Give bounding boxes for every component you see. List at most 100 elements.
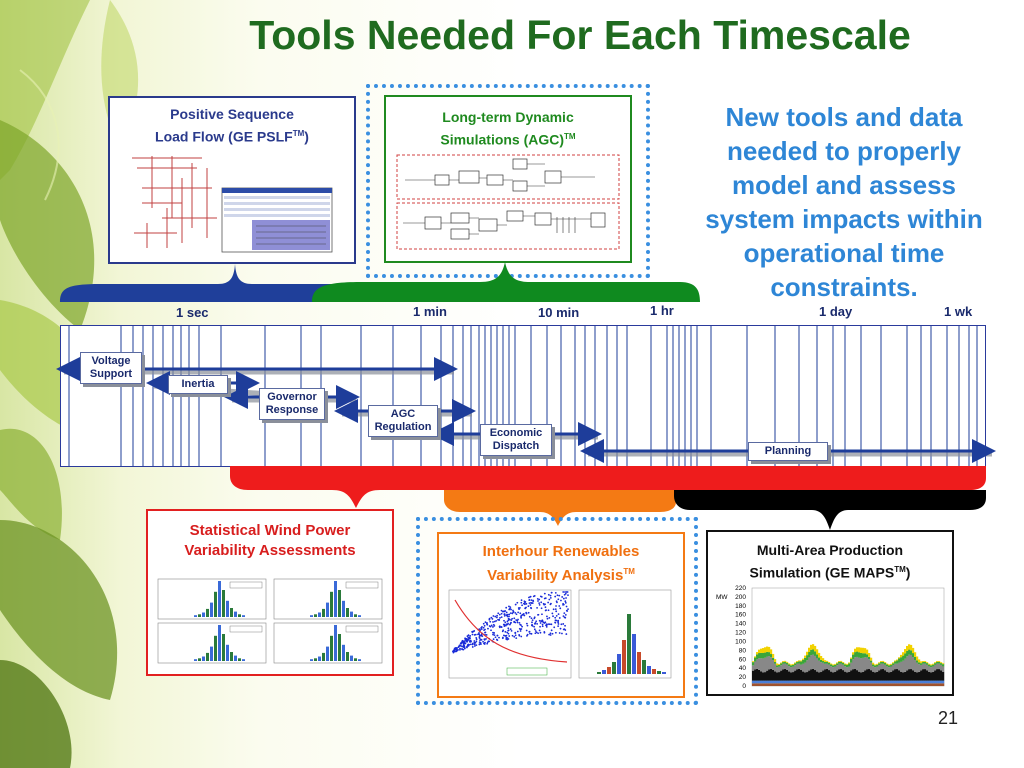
maps-stack-segment — [776, 667, 779, 673]
maps-stack-segment — [798, 668, 801, 681]
maps-stack-segment — [820, 683, 823, 686]
maps-stack-segment — [890, 664, 893, 667]
scatter-dot — [502, 623, 505, 626]
scatter-dot — [546, 617, 549, 620]
scatter-dot — [515, 619, 518, 621]
maps-stack-segment — [836, 683, 839, 686]
maps-stack-segment — [832, 665, 835, 668]
maps-stack-segment — [784, 668, 787, 681]
maps-stack-segment — [838, 661, 841, 662]
maps-stack-segment — [780, 670, 783, 681]
maps-stack-segment — [880, 663, 883, 670]
scatter-dot — [558, 594, 561, 597]
wind-hist-bar — [226, 600, 229, 617]
maps-stack-segment — [802, 663, 805, 672]
wind-hist-bar — [238, 614, 241, 617]
interhour-hist-bar — [647, 666, 651, 674]
scatter-dot — [554, 591, 557, 594]
dyn-tm: TM — [564, 132, 576, 141]
maps-stack-segment — [826, 680, 829, 684]
maps-stack-segment — [876, 666, 879, 672]
timescale-label-1min: 1 min — [413, 304, 447, 319]
green-brace — [312, 262, 700, 302]
wind-hist-bar — [230, 652, 233, 661]
maps-stack-segment — [842, 661, 845, 663]
maps-stack-segment — [852, 669, 855, 681]
maps-stack-segment — [910, 650, 913, 655]
scatter-dot — [462, 648, 465, 651]
scatter-dot — [463, 647, 466, 650]
maps-stack-segment — [764, 683, 767, 686]
scatter-dot — [555, 605, 557, 607]
maps-stack-segment — [844, 666, 847, 672]
maps-stack-segment — [790, 665, 793, 668]
maps-stack-segment — [862, 680, 865, 684]
maps-stack-segment — [788, 666, 791, 672]
scatter-dot — [508, 605, 510, 608]
scatter-dot — [544, 609, 547, 612]
scatter-dot — [551, 612, 554, 615]
scatter-dot — [554, 608, 557, 611]
maps-stack-segment — [756, 659, 759, 669]
scatter-dot — [557, 598, 560, 601]
maps-stack-segment — [836, 662, 839, 664]
maps-stack-segment — [862, 647, 865, 654]
maps-stack-segment — [894, 663, 897, 670]
maps-stack-segment — [896, 663, 899, 670]
maps-stack-segment — [896, 669, 899, 681]
scatter-dot — [508, 635, 511, 637]
scatter-dot — [566, 610, 569, 612]
maps-stack-segment — [764, 657, 767, 673]
wind-hist-bar — [330, 591, 333, 617]
scatter-dot — [510, 621, 512, 624]
scatter-dot — [499, 617, 501, 619]
maps-stack-segment — [858, 657, 861, 672]
maps-stack-segment — [828, 661, 831, 663]
maps-stack-segment — [938, 683, 941, 686]
scatter-dot — [465, 645, 468, 648]
maps-stack-segment — [842, 664, 845, 671]
scatter-dot — [534, 630, 537, 632]
scatter-dot — [483, 624, 486, 627]
maps-stack-segment — [756, 668, 759, 681]
maps-stack-segment — [810, 683, 813, 686]
maps-stack-segment — [796, 661, 799, 663]
maps-stack-segment — [772, 680, 775, 684]
maps-stack-segment — [884, 680, 887, 684]
maps-stack-segment — [914, 652, 917, 657]
scatter-dot — [508, 615, 510, 618]
scatter-dot — [490, 624, 493, 627]
maps-stack-segment — [786, 664, 789, 670]
maps-stack-segment — [830, 664, 833, 667]
maps-stack-segment — [824, 669, 827, 681]
maps-stack-segment — [826, 683, 829, 686]
wind-hist-bar — [342, 644, 345, 661]
scatter-dot — [557, 625, 560, 628]
maps-stack-segment — [912, 683, 915, 686]
scatter-dot — [520, 628, 523, 630]
scatter-dot — [547, 609, 550, 612]
scatter-dot — [547, 601, 550, 604]
scatter-dot — [548, 633, 551, 636]
wind-hist-bar — [234, 611, 237, 617]
maps-stack-segment — [762, 672, 765, 681]
scatter-dot — [529, 604, 532, 606]
maps-stack-segment — [860, 683, 863, 686]
scatter-dot — [514, 611, 517, 614]
scatter-dot — [545, 623, 548, 626]
scatter-dot — [548, 598, 551, 601]
maps-stack-segment — [922, 680, 925, 684]
maps-stack-segment — [910, 683, 913, 686]
maps-stack-segment — [772, 653, 775, 658]
maps-ytick: 160 — [735, 612, 746, 619]
maps-stack-segment — [874, 672, 877, 681]
pslf-screenshot-thumbnail — [122, 148, 338, 256]
scatter-dot — [466, 635, 469, 638]
maps-stack-segment — [854, 657, 857, 670]
maps-stack-segment — [820, 655, 823, 660]
maps-stack-segment — [906, 683, 909, 686]
scatter-dot — [469, 635, 472, 637]
scatter-dot — [490, 616, 493, 619]
maps-stack-segment — [908, 669, 911, 681]
